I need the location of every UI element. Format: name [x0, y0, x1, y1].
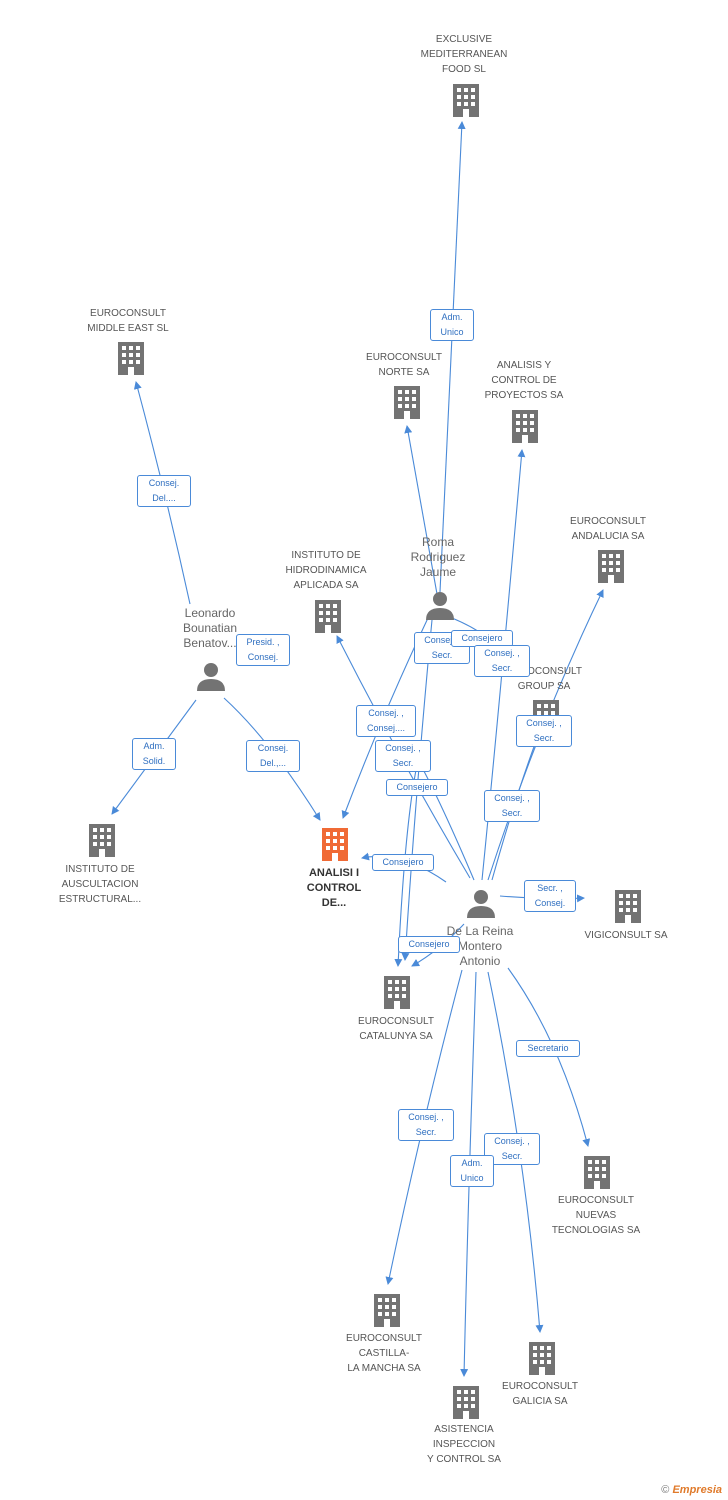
building-icon[interactable] [526, 1340, 558, 1376]
edge-label-consejero[interactable]: Consejero [398, 936, 460, 953]
edge-label-consejero[interactable]: Consejero [386, 779, 448, 796]
copyright-symbol: © [661, 1484, 670, 1496]
edge-label-consej-secr[interactable]: Consej. , Secr. [398, 1109, 454, 1141]
building-icon[interactable] [115, 340, 147, 376]
company-label: EUROCONSULT GALICIA SA [502, 1381, 578, 1407]
company-castilla[interactable]: EUROCONSULT CASTILLA- LA MANCHA SA [324, 1331, 444, 1376]
company-vigiconsult[interactable]: VIGICONSULT SA [570, 928, 682, 943]
building-icon[interactable] [595, 548, 627, 584]
edge-label-consej-del[interactable]: Consej. Del.... [137, 475, 191, 507]
company-group[interactable]: EUROCONSULT GROUP SA [484, 664, 604, 694]
edge-label-adm-unico[interactable]: Adm. Unico [450, 1155, 494, 1187]
company-label: EUROCONSULT CATALUNYA SA [358, 1016, 434, 1042]
building-icon[interactable] [381, 974, 413, 1010]
edge-label-consej-consej[interactable]: Consej. , Consej.... [356, 705, 416, 737]
company-label: EUROCONSULT CASTILLA- LA MANCHA SA [346, 1333, 422, 1374]
company-label: INSTITUTO DE AUSCULTACION ESTRUCTURAL... [58, 864, 142, 905]
edge-label-secr-consej[interactable]: Secr. , Consej. [524, 880, 576, 912]
edge-label-consej-secr[interactable]: Consej. , Secr. [474, 645, 530, 677]
edge-reina-analisis [481, 449, 526, 881]
edge-label-secretario[interactable]: Secretario [516, 1040, 580, 1057]
company-auscultacion[interactable]: INSTITUTO DE AUSCULTACION ESTRUCTURAL... [40, 862, 160, 907]
edge-label-presid-consej[interactable]: Presid. , Consej. [236, 634, 290, 666]
person-roma[interactable]: Roma Rodriguez Jaume [388, 535, 488, 580]
company-label: EUROCONSULT ANDALUCIA SA [570, 516, 646, 542]
edge-label-consejero[interactable]: Consejero [372, 854, 434, 871]
building-icon[interactable] [581, 1154, 613, 1190]
building-icon[interactable] [371, 1292, 403, 1328]
edge-label-consej-del-main[interactable]: Consej. Del.,... [246, 740, 300, 772]
person-icon[interactable] [196, 661, 226, 691]
company-label: VIGICONSULT SA [584, 930, 668, 941]
company-hidrodinamica[interactable]: INSTITUTO DE HIDRODINAMICA APLICADA SA [266, 548, 386, 593]
company-label: EUROCONSULT NORTE SA [366, 352, 442, 378]
person-delareina[interactable]: De La Reina Montero Antonio [430, 924, 530, 969]
company-label: EUROCONSULT MIDDLE EAST SL [87, 308, 169, 334]
person-label: Leonardo Bounatian Benatov... [182, 606, 238, 650]
building-icon[interactable] [86, 822, 118, 858]
edge-reina-nuevas [507, 967, 591, 1147]
person-label: De La Reina Montero Antonio [446, 924, 514, 968]
company-label: ANALISIS Y CONTROL DE PROYECTOS SA [484, 360, 564, 401]
building-icon[interactable] [391, 384, 423, 420]
building-icon[interactable] [312, 598, 344, 634]
person-leonardo[interactable]: Leonardo Bounatian Benatov... [160, 606, 260, 651]
person-label: Roma Rodriguez Jaume [410, 535, 466, 579]
edge-label-consej-secr[interactable]: Consej. , Secr. [484, 790, 540, 822]
edge-roma-norte [404, 425, 438, 595]
company-exclusive[interactable]: EXCLUSIVE MEDITERRANEAN FOOD SL [404, 32, 524, 77]
edge-label-consej-secr[interactable]: Consej. , Secr. [375, 740, 431, 772]
person-icon[interactable] [466, 888, 496, 918]
main-building-icon[interactable] [319, 826, 351, 862]
building-icon[interactable] [450, 1384, 482, 1420]
company-label: ANALISI I CONTROL DE... [306, 867, 362, 909]
company-label: EXCLUSIVE MEDITERRANEAN FOOD SL [420, 34, 508, 75]
edge-label-consej-secr[interactable]: Consej. , Secr. [484, 1133, 540, 1165]
brand-logo[interactable]: Empresia [672, 1484, 722, 1496]
person-icon[interactable] [425, 590, 455, 620]
company-middle-east[interactable]: EUROCONSULT MIDDLE EAST SL [68, 306, 188, 336]
company-galicia[interactable]: EUROCONSULT GALICIA SA [480, 1379, 600, 1409]
building-icon[interactable] [612, 888, 644, 924]
company-catalunya[interactable]: EUROCONSULT CATALUNYA SA [336, 1014, 456, 1044]
footer-brand: © Empresia [661, 1484, 722, 1496]
company-label: INSTITUTO DE HIDRODINAMICA APLICADA SA [285, 550, 367, 591]
company-norte[interactable]: EUROCONSULT NORTE SA [344, 350, 464, 380]
edge-roma-exclusive [439, 121, 466, 593]
company-asistencia[interactable]: ASISTENCIA INSPECCION Y CONTROL SA [404, 1422, 524, 1467]
company-label: ASISTENCIA INSPECCION Y CONTROL SA [427, 1424, 501, 1465]
company-andalucia[interactable]: EUROCONSULT ANDALUCIA SA [548, 514, 668, 544]
edge-label-consej-secr[interactable]: Consej. , Secr. [516, 715, 572, 747]
company-label: EUROCONSULT NUEVAS TECNOLOGIAS SA [551, 1195, 641, 1236]
building-icon[interactable] [509, 408, 541, 444]
edge-label-adm-unico[interactable]: Adm. Unico [430, 309, 474, 341]
company-analisis-control[interactable]: ANALISIS Y CONTROL DE PROYECTOS SA [464, 358, 584, 403]
company-label: EUROCONSULT GROUP SA [506, 666, 582, 692]
company-nuevas[interactable]: EUROCONSULT NUEVAS TECNOLOGIAS SA [536, 1193, 656, 1238]
edge-label-adm-solid[interactable]: Adm. Solid. [132, 738, 176, 770]
building-icon[interactable] [450, 82, 482, 118]
company-main[interactable]: ANALISI I CONTROL DE... [284, 866, 384, 911]
